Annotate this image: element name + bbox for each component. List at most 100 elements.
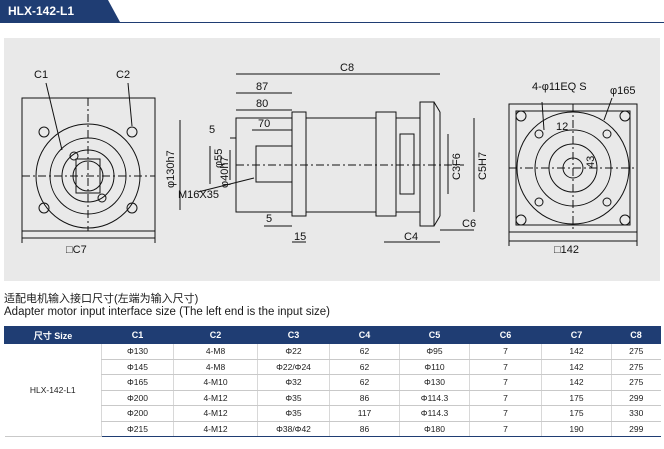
table-cell: 62	[329, 343, 400, 360]
table-row: Φ200 4-M12 Φ35 86 Φ114.3 7 175 299	[5, 390, 661, 406]
header-c3: C3	[257, 326, 330, 344]
header-c1: C1	[101, 326, 174, 344]
label-5-top: 5	[209, 124, 215, 136]
table-cell: 275	[611, 359, 661, 375]
label-c3: C3F6	[451, 153, 463, 180]
table-cell: 86	[329, 390, 400, 406]
table-cell: Φ114.3	[399, 390, 470, 406]
table-cell: Φ130	[101, 343, 174, 360]
header-c7: C7	[541, 326, 612, 344]
table-cell: 299	[611, 421, 661, 437]
table-cell: 175	[541, 390, 612, 406]
table-cell: 142	[541, 374, 612, 391]
label-m16: M16X35	[178, 189, 219, 201]
table-cell: 4-M8	[173, 359, 258, 375]
technical-drawing: C1 C2 □C7 C8 87 80 70 5 5 15 C4 C6 φ130h…	[4, 38, 660, 281]
label-43: 43	[585, 156, 597, 168]
right-bolt-hole	[515, 110, 527, 122]
table-cell: Φ22	[257, 343, 330, 360]
table-cell: Φ200	[101, 405, 174, 422]
table-cell: Φ32	[257, 374, 330, 391]
table-cell: 7	[469, 343, 542, 360]
table-cell: 7	[469, 421, 542, 437]
label-142-square: □142	[554, 244, 579, 256]
table-cell: Φ95	[399, 343, 470, 360]
table-cell: Φ180	[399, 421, 470, 437]
table-cell: 117	[329, 405, 400, 422]
table-row: Φ165 4-M10 Φ32 62 Φ130 7 142 275	[5, 374, 661, 391]
table-cell: 275	[611, 343, 661, 360]
label-c2: C2	[116, 69, 130, 81]
table-cell: Φ114.3	[399, 405, 470, 422]
table-cell: Φ200	[101, 390, 174, 406]
model-title: HLX-142-L1	[0, 0, 120, 22]
table-cell: 7	[469, 374, 542, 391]
table-cell: 330	[611, 405, 661, 422]
left-bolt-hole	[126, 202, 138, 214]
table-cell: 4-M12	[173, 405, 258, 422]
label-c5: C5H7	[477, 152, 489, 180]
table-cell: 7	[469, 390, 542, 406]
table-cell: 62	[329, 359, 400, 375]
table-cell: 4-M12	[173, 390, 258, 406]
table-row: Φ145 4-M8 Φ22/Φ24 62 Φ110 7 142 275	[5, 359, 661, 375]
table-cell: 7	[469, 359, 542, 375]
table-row: Φ215 4-M12 Φ38/Φ42 86 Φ180 7 190 299	[5, 421, 661, 437]
right-bolt-hole	[619, 214, 631, 226]
header-size: 尺寸 Size	[4, 326, 102, 344]
table-cell: 142	[541, 343, 612, 360]
table-cell: Φ165	[101, 374, 174, 391]
table-cell: 4-M10	[173, 374, 258, 391]
table-cell: Φ145	[101, 359, 174, 375]
size-table: 尺寸 Size C1 C2 C3 C4 C5 C6 C7 C8 HLX-142-…	[4, 326, 661, 437]
header-c8: C8	[611, 326, 661, 344]
header-c4: C4	[329, 326, 400, 344]
output-flange	[419, 101, 435, 227]
table-cell: 299	[611, 390, 661, 406]
label-phi40: φ40h7	[219, 156, 231, 188]
table-cell: 4-M12	[173, 421, 258, 437]
header-c6: C6	[469, 326, 542, 344]
label-c8: C8	[340, 62, 354, 74]
table-cell: Φ130	[399, 374, 470, 391]
table-header-row: 尺寸 Size C1 C2 C3 C4 C5 C6 C7 C8	[4, 326, 661, 344]
label-87: 87	[256, 81, 268, 93]
caption-chinese: 适配电机输入接口尺寸(左端为输入尺寸)	[4, 293, 199, 305]
table-cell: 275	[611, 374, 661, 391]
table-cell: Φ22/Φ24	[257, 359, 330, 375]
table-cell: Φ110	[399, 359, 470, 375]
header-c2: C2	[173, 326, 258, 344]
model-cell: HLX-142-L1	[4, 343, 102, 437]
header-c5: C5	[399, 326, 470, 344]
left-bolt-hole	[126, 126, 138, 138]
label-holes: 4-φ11EQ S	[532, 81, 587, 93]
label-15: 15	[294, 231, 306, 243]
drawing-svg: C1 C2 □C7 C8 87 80 70 5 5 15 C4 C6 φ130h…	[21, 62, 638, 256]
table-row: Φ200 4-M12 Φ35 117 Φ114.3 7 175 330	[5, 405, 661, 422]
table-cell: 62	[329, 374, 400, 391]
right-bolt-hole	[515, 214, 527, 226]
table-cell: 190	[541, 421, 612, 437]
table-cell: 7	[469, 405, 542, 422]
label-c1: C1	[34, 69, 48, 81]
label-phi55: φ55	[213, 149, 225, 168]
table-cell: 86	[329, 421, 400, 437]
left-bolt-hole	[38, 126, 50, 138]
table-cell: 175	[541, 405, 612, 422]
label-80: 80	[256, 98, 268, 110]
label-5-bottom: 5	[266, 213, 272, 225]
label-70: 70	[258, 118, 270, 130]
caption-english: Adapter motor input interface size (The …	[4, 306, 330, 318]
table-row: HLX-142-L1 Φ130 4-M8 Φ22 62 Φ95 7 142 27…	[4, 343, 661, 437]
table-cell: Φ35	[257, 405, 330, 422]
label-12: 12	[556, 121, 568, 133]
right-bolt-hole	[619, 110, 631, 122]
label-phi130: φ130h7	[165, 150, 177, 188]
table-cell: Φ215	[101, 421, 174, 437]
table-cell: Φ35	[257, 390, 330, 406]
label-c7-square: □C7	[66, 244, 87, 256]
table-cell: Φ38/Φ42	[257, 421, 330, 437]
label-c4: C4	[404, 231, 418, 243]
left-bolt-hole	[38, 202, 50, 214]
label-c6: C6	[462, 218, 476, 230]
